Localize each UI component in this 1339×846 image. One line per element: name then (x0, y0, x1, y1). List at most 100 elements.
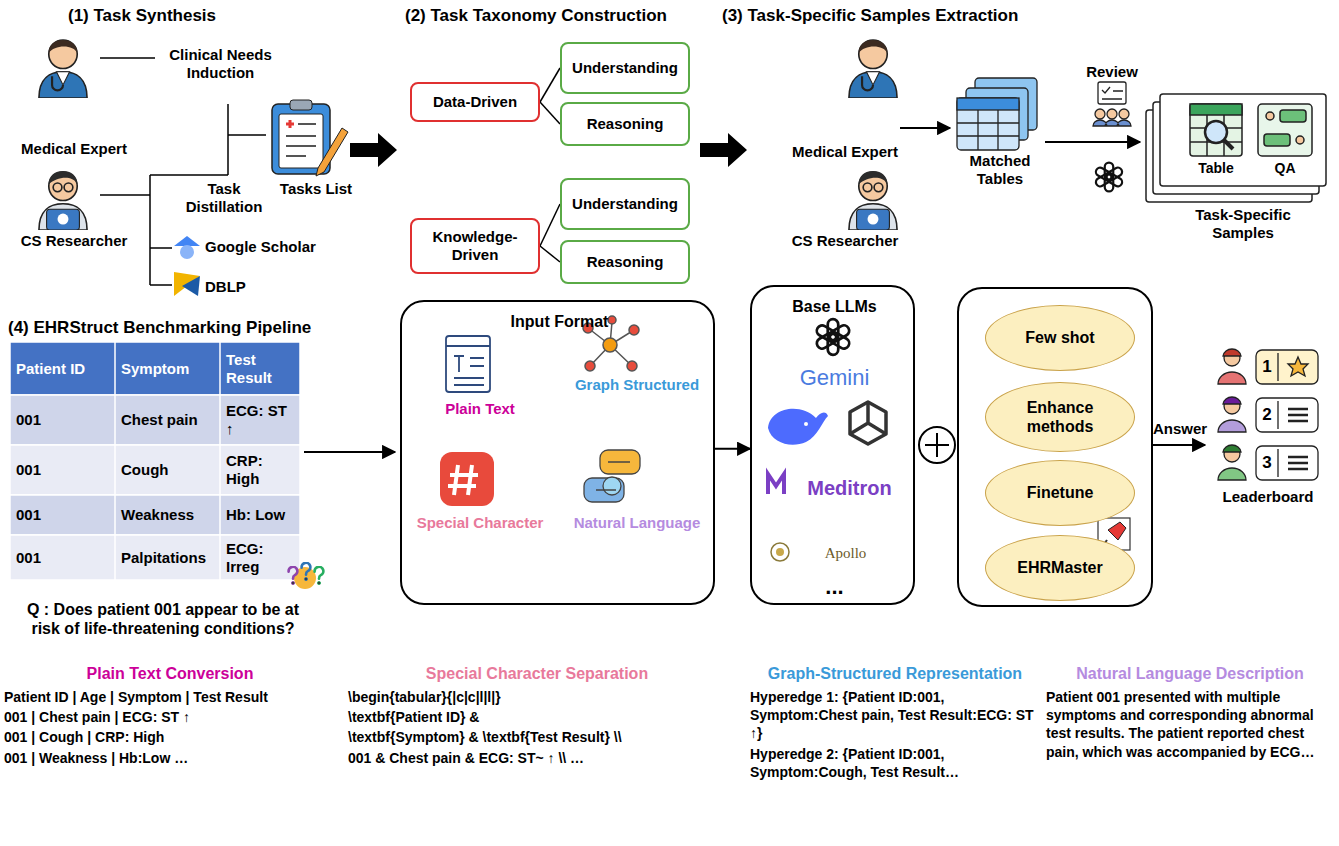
plain-text-icon (446, 336, 490, 392)
flow-arrow (1045, 141, 1140, 143)
label-text: Task Distillation (175, 180, 273, 216)
deepseek-logo (768, 409, 828, 445)
method-ellipse: Few shot (985, 305, 1135, 371)
sample-text: \textbf{Patient ID} & (348, 708, 740, 726)
rank-number: 2 (1256, 398, 1278, 432)
connector (540, 204, 560, 246)
connector-line (150, 247, 172, 249)
label-text: Tasks List (272, 180, 360, 198)
leaderboard-icon (1223, 397, 1241, 404)
label-text: Matched Tables (950, 152, 1050, 188)
qwen-logo (850, 402, 886, 434)
label-text: Special Character Separation (392, 664, 682, 683)
table-cell: Weakness (121, 495, 218, 535)
plus-symbol (925, 433, 949, 457)
box-text: Knowledge-Driven (418, 228, 532, 264)
samples-stack (1146, 94, 1326, 202)
ehr-table (115, 342, 220, 580)
sample-text: Patient ID | Age | Symptom | Test Result (4, 688, 342, 706)
table-cell: 001 (16, 445, 113, 495)
tasks-list-icon (290, 100, 312, 110)
graph-icon (585, 361, 595, 371)
box-text: Data-Driven (433, 93, 517, 111)
flow-arrow (700, 133, 747, 167)
apollo-logo (771, 543, 789, 561)
dblp-icon (182, 276, 200, 296)
label-text: Clinical Needs Induction (158, 46, 283, 82)
item-label: Apollo (774, 544, 917, 562)
review-icon (1098, 82, 1126, 104)
leaderboard-icon (1223, 349, 1241, 356)
table-cell: ECG: ST ↑ (226, 395, 298, 445)
matched-tables-icon (957, 110, 1019, 150)
item-label: Special Character (410, 514, 550, 532)
table-cell: Cough (121, 445, 218, 495)
google-scholar-icon (174, 236, 200, 259)
samples-stack (1190, 104, 1242, 115)
question-mark-icon (302, 563, 311, 581)
panel-title: Base LLMs (752, 297, 917, 316)
person-icon (39, 171, 87, 230)
dblp-icon (174, 272, 200, 296)
ehr-table (10, 445, 300, 495)
google-scholar-icon (174, 236, 200, 246)
connector-line (150, 284, 172, 286)
text-column: Hyperedge 1: {Patient ID:001, Symptom:Ch… (750, 688, 1038, 783)
sample-text: \textbf{Symptom} & \textbf{Test Result} … (348, 728, 740, 746)
leaderboard-icon (1288, 409, 1308, 469)
table-cell: Hb: Low (226, 495, 298, 535)
samples-stack (1160, 94, 1326, 186)
samples-stack (1205, 121, 1227, 143)
table-cell: Test Result (226, 342, 298, 395)
category-box: Data-Driven (410, 82, 540, 122)
label-text: Review (1076, 63, 1148, 81)
connector-line (228, 134, 266, 136)
subcategory-box: Reasoning (560, 102, 690, 146)
special-character-icon (440, 452, 494, 506)
table-cell: Chest pain (121, 395, 218, 445)
person-icon (849, 40, 897, 230)
openai-logo (1094, 163, 1123, 192)
leaderboard-icon (1256, 398, 1318, 432)
connector (540, 68, 560, 102)
box-text: Understanding (572, 59, 678, 77)
ehr-table (10, 535, 300, 580)
sample-text: Hyperedge 2: {Patient ID:001, Symptom:Co… (750, 745, 1038, 781)
label-text: Table (1186, 160, 1246, 177)
text-column: \begin{tabular}{|c|c|l|l|} \textbf{Patien… (348, 688, 740, 769)
plain-text-icon (446, 346, 490, 385)
label-text: Leaderboard (1200, 488, 1336, 506)
category-box: Knowledge-Driven (410, 218, 540, 274)
table-cell: Patient ID (16, 342, 113, 395)
apollo-logo (776, 548, 784, 556)
natural-language-icon (584, 450, 640, 502)
natural-language-icon (603, 477, 621, 495)
samples-stack (1190, 104, 1242, 156)
item-label: Natural Language (562, 514, 712, 532)
apollo-logo (771, 543, 789, 561)
meditron-logo (768, 474, 784, 494)
question-mark-icon (289, 567, 298, 585)
google-scholar-icon (180, 245, 194, 259)
table-cell: 001 (16, 495, 113, 535)
tasks-list-icon (286, 120, 294, 128)
ehr-table (10, 342, 300, 395)
method-ellipse: Enhance methods (985, 382, 1135, 452)
label-text: Graph-Structured Representation (750, 664, 1040, 683)
label-text: Medical Expert (770, 143, 920, 161)
leaderboard-icon (1218, 468, 1246, 480)
sample-text: \begin{tabular}{|c|c|l|l|} (348, 688, 740, 706)
sample-text: 001 & Chest pain & ECG: ST~ ↑ \\ … (348, 749, 740, 767)
samples-stack (1264, 134, 1290, 146)
matched-tables-icon (957, 98, 1019, 110)
openai-logo (815, 319, 851, 355)
box-text: Enhance methods (992, 398, 1128, 436)
connector-line (150, 174, 228, 176)
graph-icon (603, 338, 617, 352)
review-icon (1095, 109, 1105, 119)
plus-symbol (919, 427, 955, 463)
leaderboard-icon (1218, 420, 1246, 432)
box-text: Few shot (1025, 328, 1094, 347)
flow-arrow (304, 451, 395, 453)
section-title: (3) Task-Specific Samples Extraction (722, 6, 1102, 26)
